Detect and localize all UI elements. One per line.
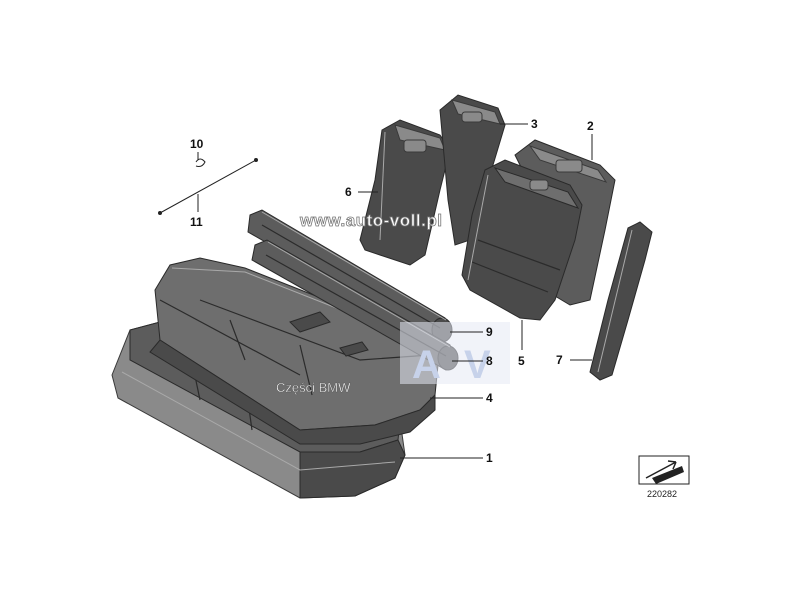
callout-9: 9 [486, 325, 493, 339]
callout-5: 5 [518, 354, 525, 368]
callout-6: 6 [345, 185, 352, 199]
part-5-backrest-cushion[interactable] [461, 159, 583, 321]
part-3-backrest-frame-tall[interactable] [439, 94, 506, 246]
callout-11: 11 [190, 215, 203, 229]
callout-3: 3 [531, 117, 538, 131]
arrow-frame-icon [638, 455, 690, 485]
callout-2: 2 [587, 119, 594, 133]
callout-4: 4 [486, 391, 493, 405]
logo-letter-right: V [464, 343, 491, 387]
logo-letter-left: A [412, 343, 441, 387]
callout-8: 8 [486, 354, 493, 368]
part-7-side-bolster[interactable] [589, 221, 653, 381]
part-6-backrest-frame[interactable] [359, 119, 451, 266]
part-11-wire-rod[interactable] [158, 158, 258, 215]
leader-lines [197, 123, 593, 459]
watermark-url: www.auto-voll.pl [299, 211, 442, 230]
reference-number: 220282 [647, 489, 677, 499]
part-10-clip[interactable] [195, 158, 206, 167]
callout-10: 10 [190, 137, 204, 151]
callout-1: 1 [486, 451, 493, 465]
watermark-caption: Części BMW [276, 380, 351, 395]
callout-7: 7 [556, 353, 563, 367]
